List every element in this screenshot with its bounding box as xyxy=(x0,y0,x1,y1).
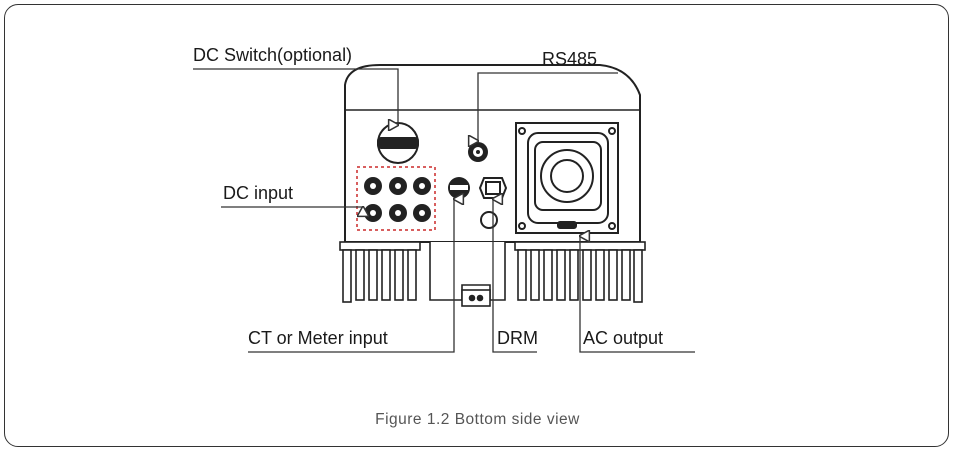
dc-switch xyxy=(377,122,419,164)
vent-plug xyxy=(480,211,498,229)
rs485-port xyxy=(468,142,488,162)
ac-output-connector xyxy=(515,122,619,234)
heat-sink xyxy=(339,241,646,307)
label-dc-input: DC input xyxy=(223,183,294,203)
label-drm: DRM xyxy=(497,328,538,348)
dc-input-connectors xyxy=(356,166,436,231)
label-ac-output: AC output xyxy=(583,328,664,348)
leader-lines xyxy=(193,68,695,353)
drm-gland xyxy=(478,177,508,199)
figure-frame xyxy=(4,4,949,447)
ct-meter-gland xyxy=(448,177,470,199)
figure-caption: Figure 1.2 Bottom side view xyxy=(375,411,580,428)
label-dc-switch: DC Switch(optional) xyxy=(193,45,353,65)
label-rs485: RS485 xyxy=(542,49,598,69)
label-ct-meter-input: CT or Meter input xyxy=(248,328,388,348)
